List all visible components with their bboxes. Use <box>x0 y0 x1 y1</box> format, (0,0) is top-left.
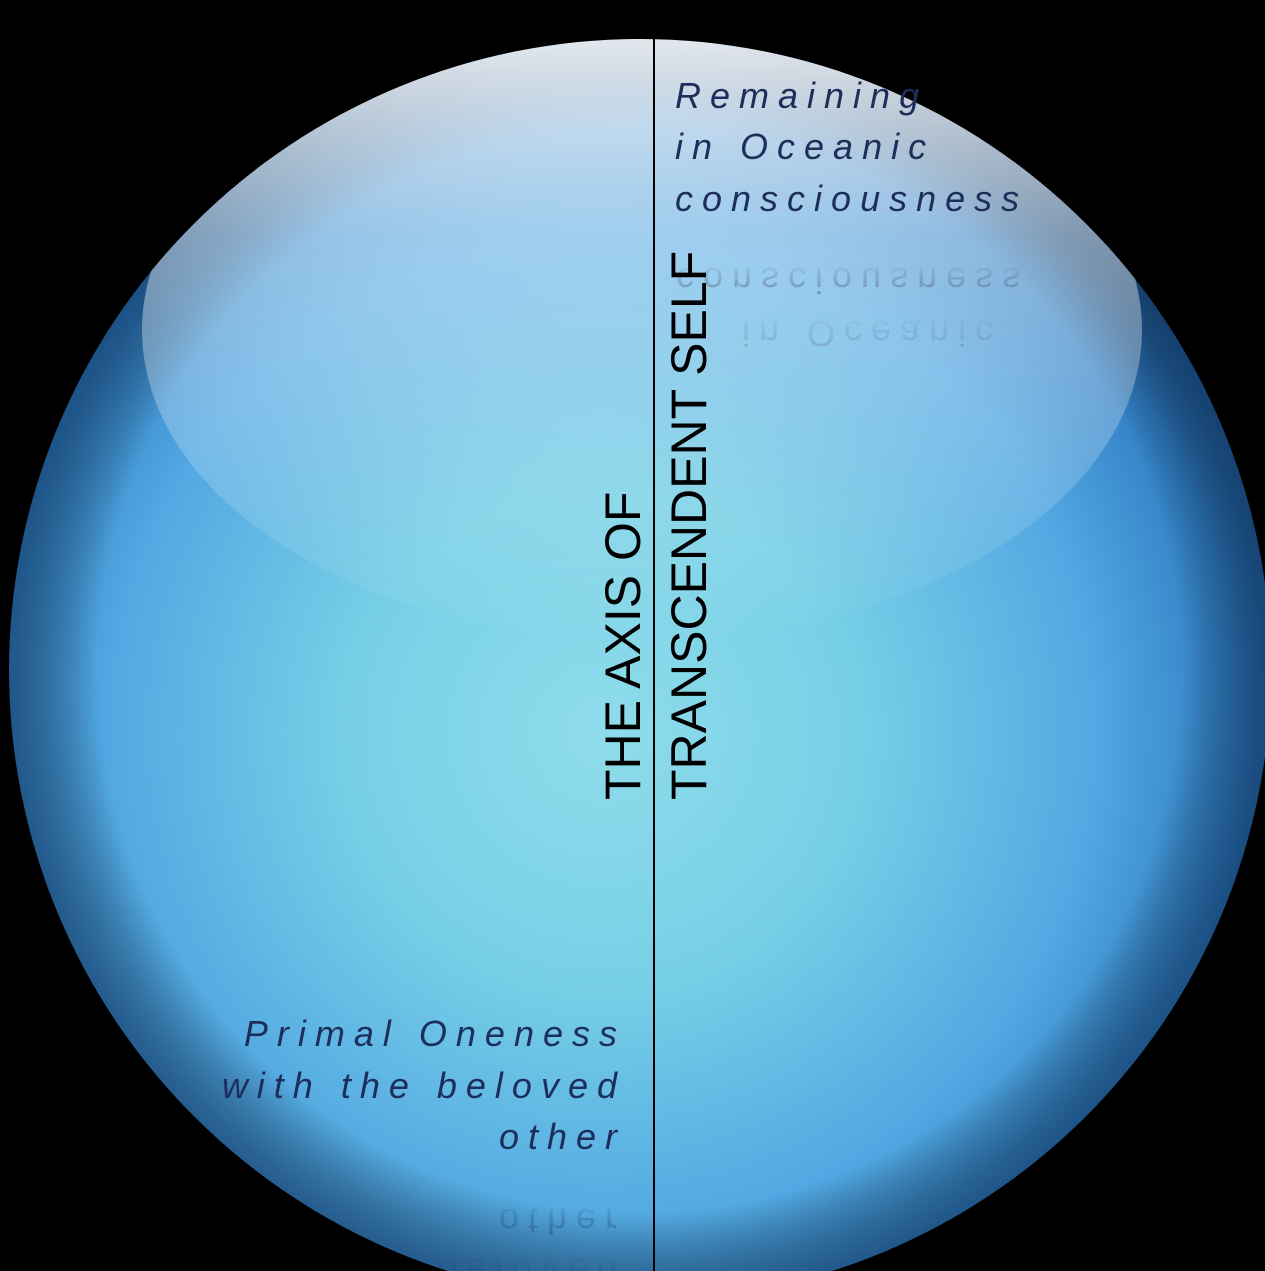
svg-text:other: other <box>499 1201 626 1242</box>
svg-text:consciousness: consciousness <box>676 260 1029 301</box>
axis-title-line2: TRANSCENDENT SELF <box>661 251 717 800</box>
bottom-label-line3: other <box>499 1116 626 1157</box>
bottom-label-line2: with the beloved <box>222 1065 626 1106</box>
axis-title-line1: THE AXIS OF <box>595 492 651 800</box>
top-label-line1: Remaining <box>675 75 928 116</box>
top-label-line2: in Oceanic <box>675 126 935 167</box>
svg-text:in Oceanic: in Oceanic <box>742 313 1002 354</box>
top-label-line3: consciousness <box>675 178 1028 219</box>
bottom-label-line1: Primal Oneness <box>244 1013 626 1054</box>
